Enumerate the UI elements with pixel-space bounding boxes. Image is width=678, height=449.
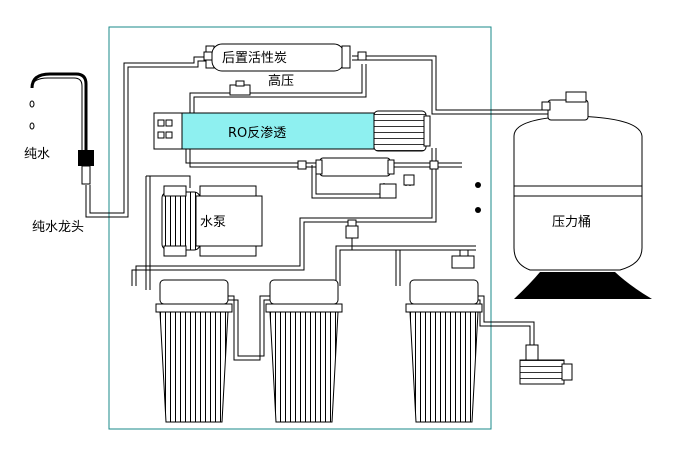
post-carbon-filter: 后置活性炭 高压 <box>203 43 367 96</box>
faucet-label: 纯水龙头 <box>32 220 84 235</box>
pressure-tank: 压力桶 <box>513 91 652 299</box>
pure-water-label: 纯水 <box>24 147 50 162</box>
inlet-valve <box>345 219 475 269</box>
pure-water-faucet: 纯水 纯水龙头 <box>24 72 94 235</box>
ro-membrane: RO反渗透 <box>153 110 431 152</box>
pump-label: 水泵 <box>200 215 226 230</box>
mount-dot <box>475 182 481 188</box>
mount-dot <box>475 207 481 213</box>
flow-restrictor <box>297 157 439 199</box>
filter-housing-1 <box>155 279 233 423</box>
ro-membrane-label: RO反渗透 <box>228 126 286 141</box>
tank-base <box>514 272 652 299</box>
high-pressure-label: 高压 <box>268 73 294 89</box>
drain-valve <box>519 344 573 385</box>
booster-pump: 水泵 <box>161 185 263 257</box>
filter-housing-3 <box>405 279 483 423</box>
pressure-tank-label: 压力桶 <box>552 215 591 230</box>
post-carbon-label: 后置活性炭 <box>222 51 287 66</box>
filter-housing-2 <box>265 279 343 423</box>
cabinet-frame <box>108 26 492 430</box>
